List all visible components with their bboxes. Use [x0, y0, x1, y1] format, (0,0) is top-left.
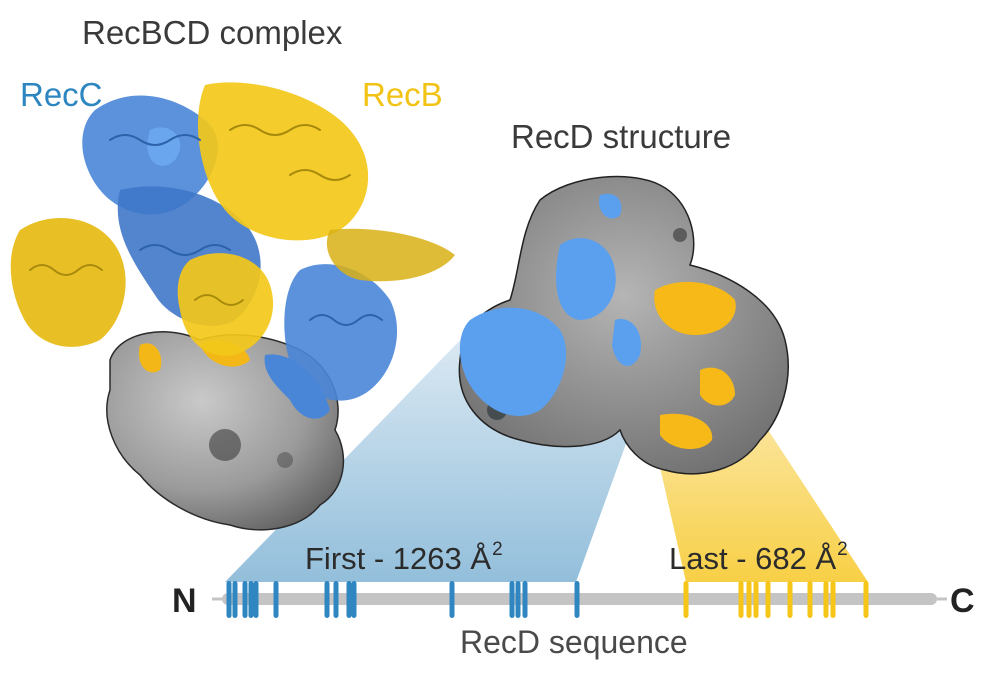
n-terminus-label: N	[172, 582, 197, 620]
sequence-tick	[242, 581, 248, 618]
first-region-label: First - 1263 Å2	[305, 540, 503, 574]
sequence-tick	[324, 581, 330, 618]
complex-title: RecBCD complex	[82, 14, 343, 51]
sequence-tick	[574, 581, 580, 618]
sequence-tick	[226, 581, 232, 618]
sequence-tick	[232, 581, 238, 618]
recb-chain-label: RecB	[362, 76, 443, 113]
last-region-text: Last - 682 Å	[669, 541, 837, 576]
last-region-superscript: 2	[837, 539, 848, 560]
recc-chain-label: RecC	[20, 76, 103, 113]
sequence-tick	[765, 581, 771, 618]
first-region-ticks	[226, 581, 580, 618]
recd-structure-surface	[458, 175, 789, 475]
sequence-tick	[863, 581, 869, 618]
sequence-tick	[449, 581, 455, 618]
structure-title: RecD structure	[511, 118, 732, 155]
sequence-tick	[248, 581, 254, 618]
sequence-tick	[515, 581, 521, 618]
first-region-text: First - 1263 Å	[305, 541, 492, 576]
sequence-tick	[351, 581, 357, 618]
sequence-tick	[823, 581, 829, 618]
sequence-tick	[753, 581, 759, 618]
sequence-tick	[830, 581, 836, 618]
sequence-tick	[253, 581, 259, 618]
last-region-ticks	[683, 581, 869, 618]
sequence-tick	[509, 581, 515, 618]
sequence-tick	[738, 581, 744, 618]
recbcd-recd-surface	[106, 331, 345, 531]
sequence-tick	[273, 581, 279, 618]
c-terminus-label: C	[950, 582, 975, 620]
sequence-tick	[346, 581, 352, 618]
sequence-label: RecD sequence	[460, 624, 688, 660]
sequence-tick	[746, 581, 752, 618]
sequence-tick	[333, 581, 339, 618]
sequence-tick	[787, 581, 793, 618]
sequence-tick	[807, 581, 813, 618]
sequence-tick	[522, 581, 528, 618]
recbcd-ribbons	[10, 82, 455, 401]
sequence-tick	[683, 581, 689, 618]
last-region-label: Last - 682 Å2	[669, 540, 848, 574]
first-region-superscript: 2	[492, 539, 503, 560]
